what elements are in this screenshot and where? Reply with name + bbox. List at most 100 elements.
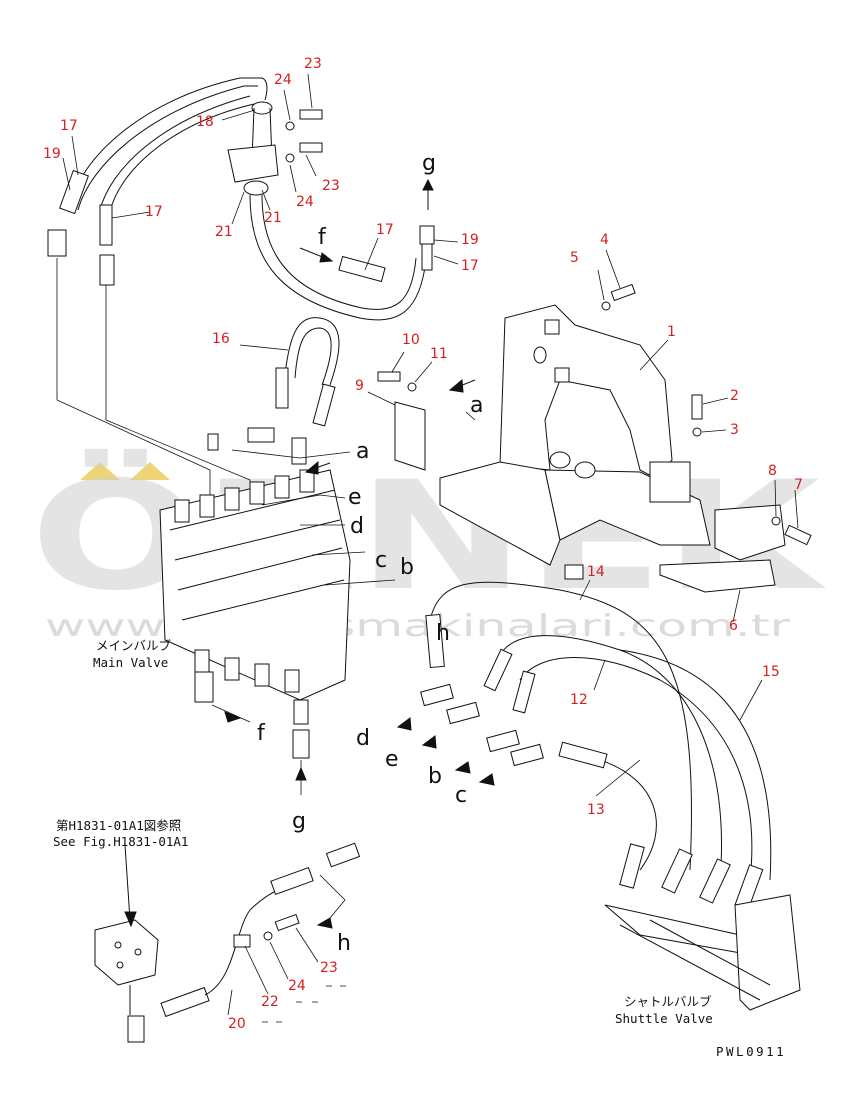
part-number-5: 5 xyxy=(570,250,579,266)
hose-12 xyxy=(499,635,722,881)
washer-24-b xyxy=(285,153,295,163)
hose-17-left xyxy=(99,95,251,211)
arrowhead-a-bracket xyxy=(448,379,464,393)
arrow-see-fig xyxy=(124,844,131,921)
watermark-accent-mark xyxy=(80,462,120,480)
hose-end-20-top xyxy=(270,866,314,896)
hose-16-inner xyxy=(294,327,332,386)
letter-d-bottom: d xyxy=(356,726,370,751)
part-number-23-mid: 23 xyxy=(322,178,340,194)
block-port xyxy=(114,941,122,949)
hose-end-e xyxy=(483,648,513,692)
letter-f-main: f xyxy=(257,721,266,746)
fitting-c xyxy=(510,743,544,767)
bolt-7 xyxy=(784,524,812,546)
part-number-22: 22 xyxy=(261,994,279,1010)
hose-15-outer xyxy=(619,649,772,881)
arrowhead-a-main xyxy=(304,460,319,475)
bracket-1 xyxy=(439,304,711,580)
arrowhead-f-main xyxy=(224,711,242,723)
arrowhead-e xyxy=(421,735,437,749)
block-port xyxy=(134,948,142,956)
clamp-21 xyxy=(243,180,269,196)
main-valve-fitting-g xyxy=(292,729,310,759)
part-number-14: 14 xyxy=(587,564,605,580)
part-number-21-right: 21 xyxy=(264,210,282,226)
arrowhead-g-top xyxy=(422,178,434,191)
fitting-e xyxy=(446,701,480,725)
part-number-17-f: 17 xyxy=(376,222,394,238)
letter-a-main: a xyxy=(356,439,369,464)
reference-block xyxy=(94,919,159,986)
letter-f-top: f xyxy=(318,225,327,250)
clamp-bracket-21 xyxy=(227,144,279,183)
part-number-6: 6 xyxy=(729,618,738,634)
letter-b-bottom: b xyxy=(428,764,442,789)
part-number-2: 2 xyxy=(730,388,739,404)
main-valve-port-g xyxy=(293,699,309,725)
leader-f-main xyxy=(211,704,251,723)
part-number-23-top: 23 xyxy=(304,56,322,72)
part-number-21-left: 21 xyxy=(215,224,233,240)
arrowhead-h xyxy=(316,917,333,929)
see-fig-caption-jp: 第H1831-01A1図参照 xyxy=(56,818,181,833)
elbow-fitting-bottom xyxy=(127,1015,145,1043)
washer-24-c xyxy=(263,931,273,941)
washer-24-a xyxy=(285,121,295,131)
fitting-right-16 xyxy=(291,437,307,465)
leader-b-main xyxy=(324,579,396,586)
arrowhead-g-main xyxy=(295,766,307,781)
part-number-7: 7 xyxy=(794,477,803,493)
hose-end-shuttle-2 xyxy=(661,848,693,894)
part-number-10: 10 xyxy=(402,332,420,348)
hose-end-b xyxy=(512,670,536,714)
plug-fitting xyxy=(207,433,219,451)
part-number-9: 9 xyxy=(355,378,364,394)
hose-end-17-left xyxy=(59,169,89,215)
letter-d-main: d xyxy=(350,514,364,539)
letter-e-bottom: e xyxy=(385,747,399,772)
main-valve-caption-jp: メインバルブ xyxy=(96,638,172,653)
part-number-19-g: 19 xyxy=(461,232,479,248)
shuttle-valve-body xyxy=(734,894,801,1011)
main-valve-caption-en: Main Valve xyxy=(93,655,168,670)
washer-11 xyxy=(407,382,417,392)
arrowhead-c xyxy=(478,773,495,786)
part-number-23-bottom: 23 xyxy=(320,960,338,976)
shuttle-valve xyxy=(604,894,801,1011)
bracket-pad xyxy=(554,367,570,383)
fitting-b xyxy=(486,729,520,753)
leader-c-main xyxy=(311,551,366,556)
shuttle-valve-lines xyxy=(619,919,771,1001)
letter-b-main: b xyxy=(400,555,414,580)
bolt-10 xyxy=(377,371,401,382)
hose-end-17-f xyxy=(338,255,386,283)
hose-end-c xyxy=(558,741,608,769)
dash-marks xyxy=(262,985,346,1023)
bolt-2 xyxy=(691,394,703,420)
connection-letters: g f a a e d c b f g d e b c h h xyxy=(257,151,483,956)
hose-17-upper-outer xyxy=(69,77,268,206)
hose-17-loop-inner xyxy=(261,194,417,310)
hose-13 xyxy=(599,759,657,871)
part-number-17-mid: 17 xyxy=(145,204,163,220)
fitting-h xyxy=(325,842,361,868)
bolt-23-a xyxy=(299,109,323,120)
bolt-23-b xyxy=(299,142,323,153)
hose-end-h xyxy=(425,613,445,669)
watermark: ÖRNEK www.ornekismakinalari.com.tr xyxy=(30,448,826,644)
arrowhead-f-top xyxy=(319,252,334,263)
letter-e-main: e xyxy=(348,485,362,510)
shuttle-valve-caption-en: Shuttle Valve xyxy=(615,1011,713,1026)
letter-g-top: g xyxy=(422,151,436,176)
letter-h-bottom: h xyxy=(337,931,351,956)
part-number-18: 18 xyxy=(196,114,214,130)
part-number-13: 13 xyxy=(587,802,605,818)
bottom-left-assembly xyxy=(94,842,361,1043)
hose-17-upper-inner xyxy=(77,85,258,211)
part-number-8: 8 xyxy=(768,463,777,479)
part-number-15: 15 xyxy=(762,664,780,680)
block-port xyxy=(116,961,124,969)
hose-end-20 xyxy=(160,986,210,1018)
bracket-6 xyxy=(659,504,786,593)
